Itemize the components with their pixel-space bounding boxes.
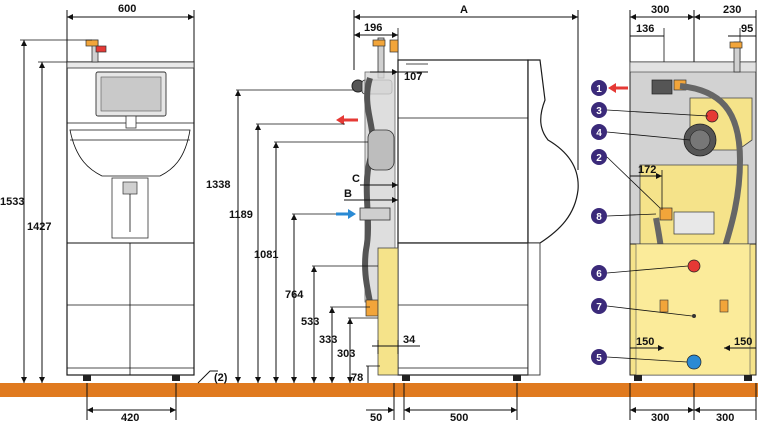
dim-150-right: 150 xyxy=(734,336,752,348)
side-view: A 196 xyxy=(197,4,579,424)
dim-1189: 1189 xyxy=(229,209,253,221)
dim-303: 303 xyxy=(337,348,355,360)
floor-note: (2) xyxy=(214,372,228,384)
dim-1338: 1338 xyxy=(206,179,230,191)
dim-300-bottom-left: 300 xyxy=(651,412,669,424)
dim-1427: 1427 xyxy=(27,221,51,233)
dim-600: 600 xyxy=(118,3,136,15)
dim-300-top: 300 xyxy=(651,4,669,16)
dim-230: 230 xyxy=(723,4,741,16)
dim-500: 500 xyxy=(450,412,468,424)
badge-6: 6 xyxy=(591,265,689,281)
badge-2: 2 xyxy=(591,149,661,209)
dim-1533: 1533 xyxy=(0,196,24,208)
svg-text:3: 3 xyxy=(596,106,602,117)
svg-text:2: 2 xyxy=(596,153,602,164)
dim-95: 95 xyxy=(741,23,753,35)
svg-text:4: 4 xyxy=(596,128,602,139)
dim-B: B xyxy=(344,188,352,200)
floor-band xyxy=(0,383,758,397)
dim-A: A xyxy=(460,4,468,16)
badge-1: 1 xyxy=(591,80,607,96)
dim-333: 333 xyxy=(319,334,337,346)
front-view: 600 1533 1427 xyxy=(0,3,195,424)
badge-8: 8 xyxy=(591,208,657,224)
dim-764: 764 xyxy=(285,289,304,301)
dim-420: 420 xyxy=(121,412,139,424)
dim-34: 34 xyxy=(403,334,416,346)
svg-text:5: 5 xyxy=(596,353,602,364)
svg-text:8: 8 xyxy=(596,212,602,223)
dim-C: C xyxy=(352,173,360,185)
svg-text:6: 6 xyxy=(596,269,602,280)
dim-136: 136 xyxy=(636,23,654,35)
svg-text:1: 1 xyxy=(596,84,602,95)
dim-196: 196 xyxy=(364,22,382,34)
rear-view: 300 230 136 95 xyxy=(591,4,757,424)
svg-text:7: 7 xyxy=(596,302,602,313)
dim-150-left: 150 xyxy=(636,336,654,348)
badge-4: 4 xyxy=(591,124,691,141)
badge-5: 5 xyxy=(591,349,688,365)
dim-1081: 1081 xyxy=(254,249,278,261)
badge-3: 3 xyxy=(591,102,709,118)
dim-78: 78 xyxy=(351,372,363,384)
dim-50: 50 xyxy=(370,412,382,424)
dim-533: 533 xyxy=(301,316,319,328)
dim-172: 172 xyxy=(638,164,656,176)
dim-300-bottom-right: 300 xyxy=(716,412,734,424)
badge-7: 7 xyxy=(591,298,693,317)
dim-107: 107 xyxy=(404,71,422,83)
